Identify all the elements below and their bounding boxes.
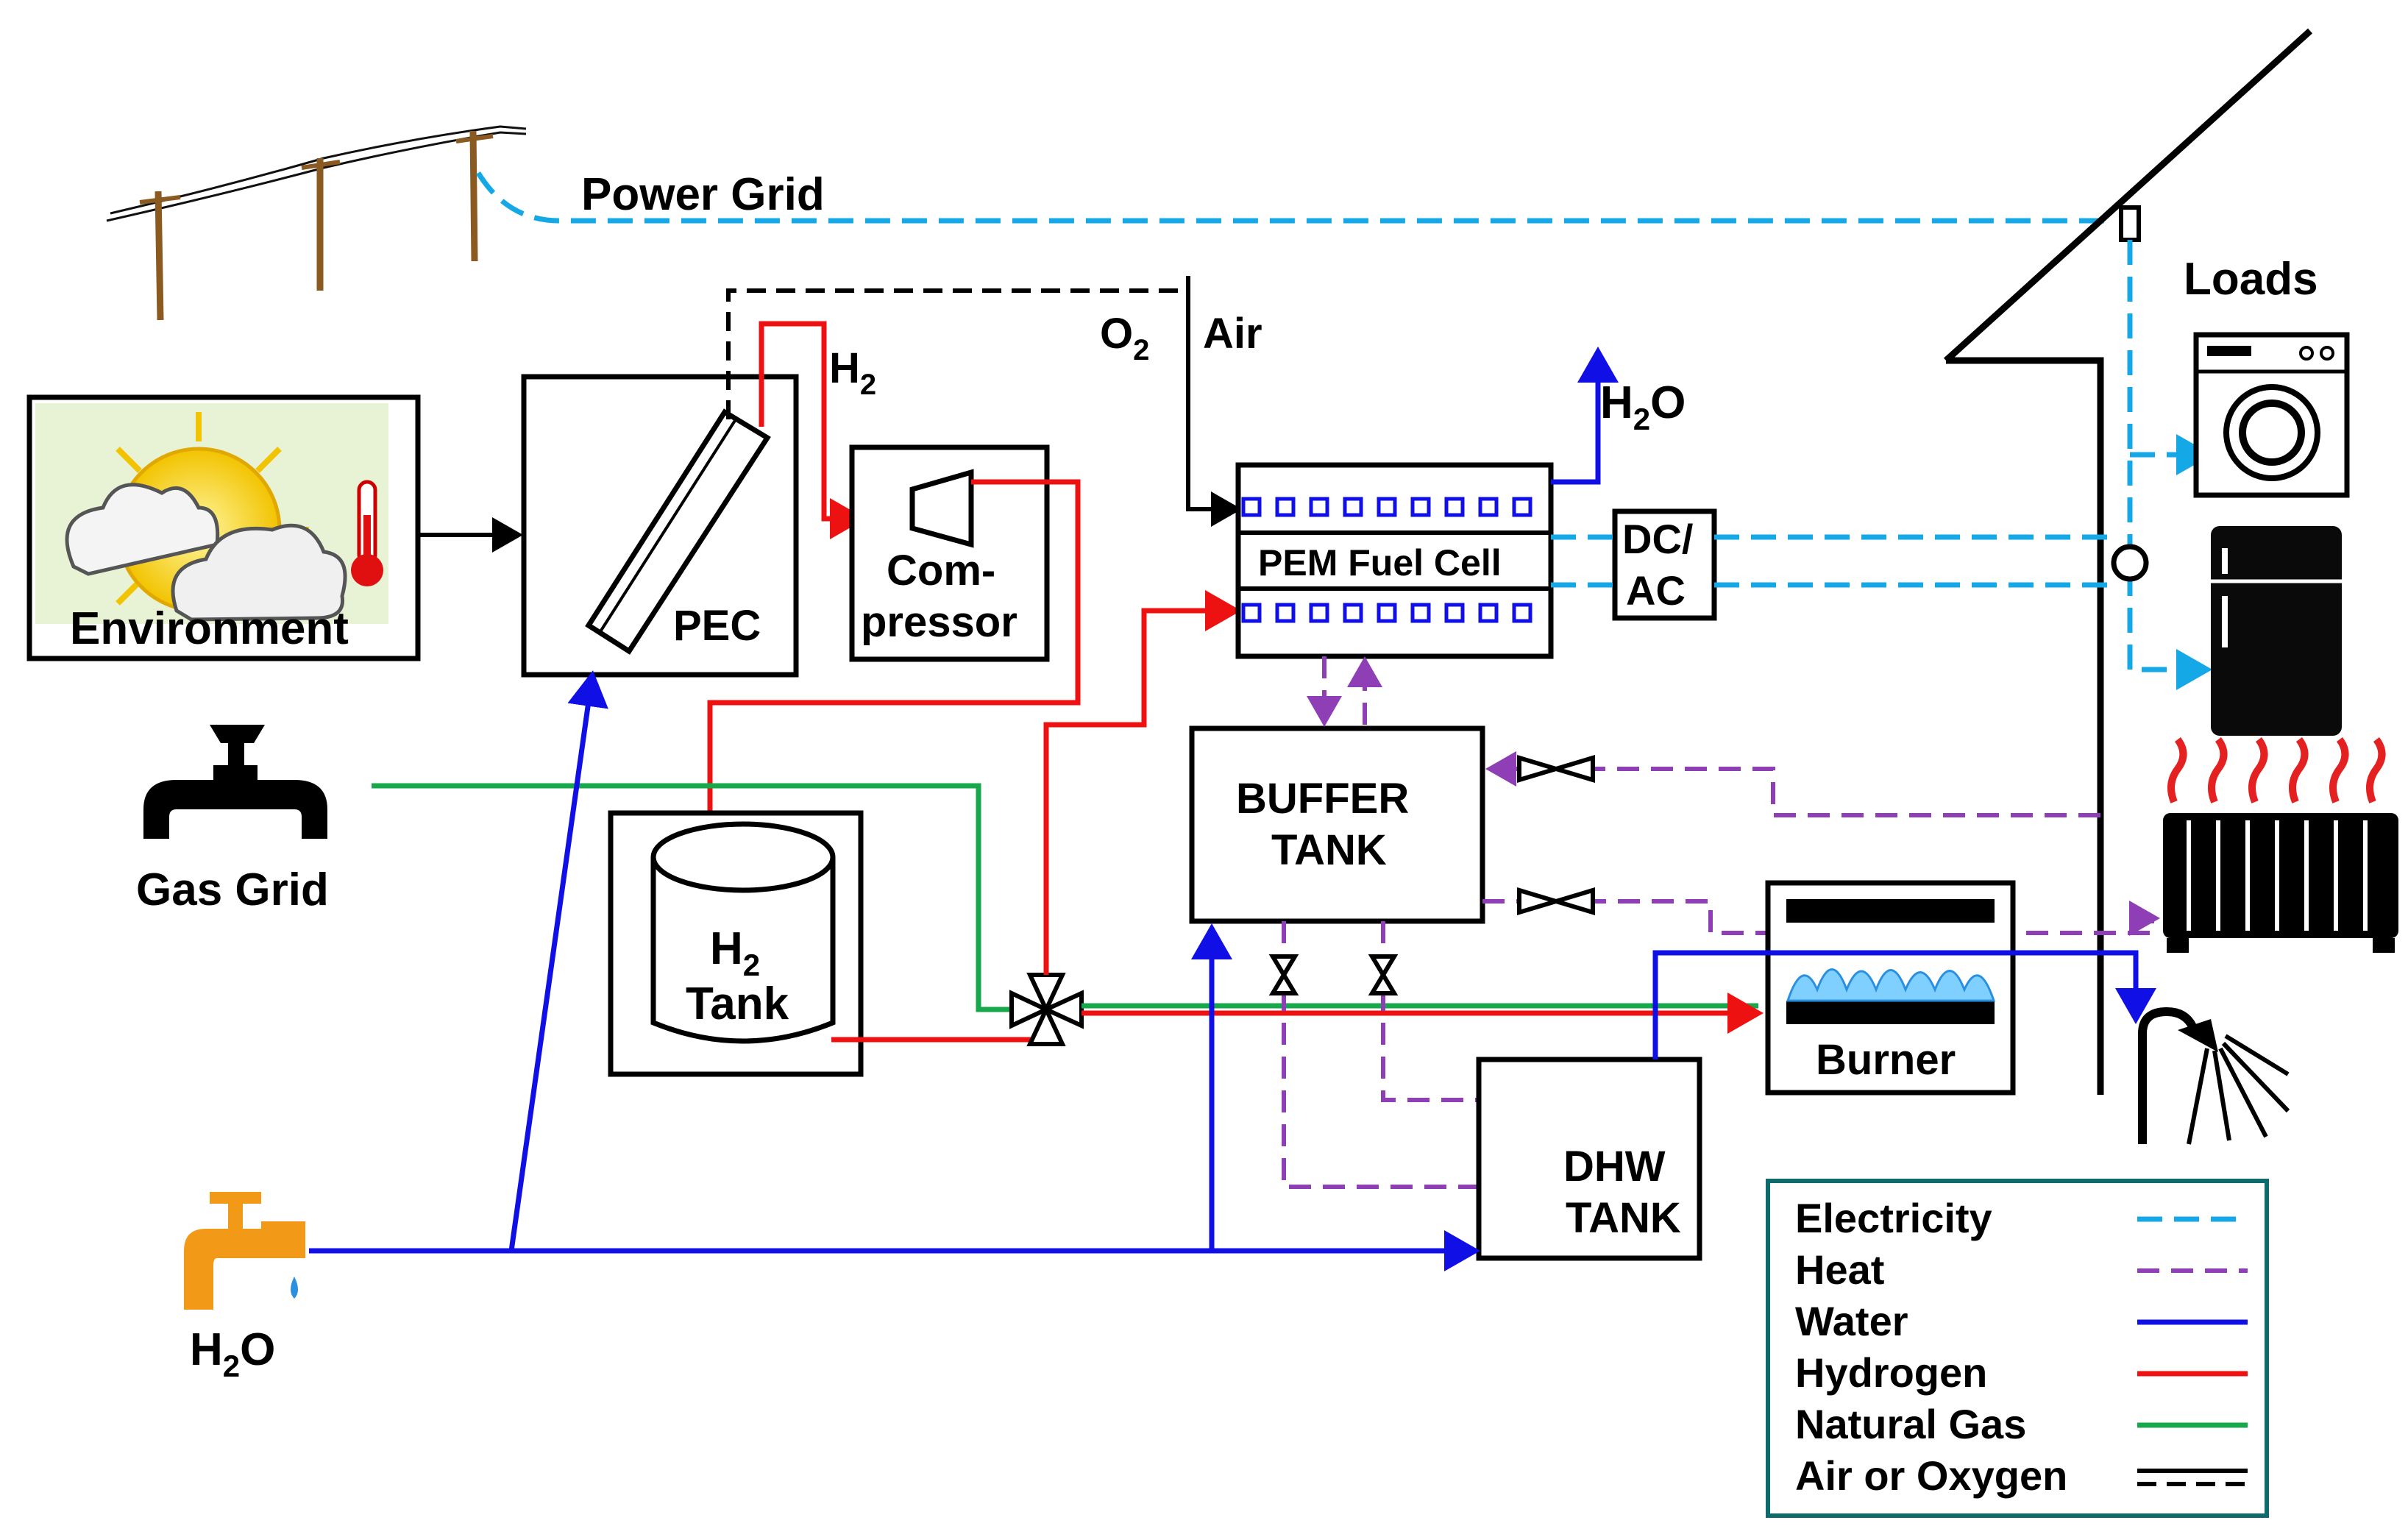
three-way-valve [1009, 973, 1084, 1046]
power-line-icon [106, 125, 527, 321]
gas-grid-label: Gas Grid [136, 865, 329, 915]
legend-label-air: Air or Oxygen [1795, 1452, 2067, 1499]
heat-valve-upper [1517, 754, 1595, 784]
legend-label-gas: Natural Gas [1795, 1401, 2026, 1447]
burner-label: Burner [1816, 1036, 1956, 1084]
h2o-in-label: H2O [190, 1324, 275, 1383]
water-tap-icon [184, 1192, 305, 1310]
junction-circle [2111, 544, 2149, 582]
loads-label: Loads [2184, 254, 2318, 305]
h2-tank-label-line2: Tank [686, 979, 789, 1029]
pec-panel [585, 408, 771, 655]
buffer-tank-label-line2: TANK [1271, 826, 1387, 874]
dc-ac-box [1612, 508, 1717, 621]
gas-valve-icon [143, 725, 327, 839]
dhw-tank-box [1476, 1057, 1702, 1261]
sun-cloud-icon [35, 403, 388, 624]
heat-valve-lower [1517, 887, 1595, 916]
radiator-icon [2163, 737, 2398, 953]
legend-label-hydro: Hydrogen [1795, 1349, 1987, 1396]
shower-icon [2138, 1007, 2290, 1145]
h2o-out-label: H2O [1600, 377, 1686, 436]
fuel-cell-box [1235, 462, 1554, 659]
dc-ac-label-line1: DC/ [1622, 516, 1694, 562]
o2-label: O2 [1100, 310, 1149, 366]
refrigerator-icon [2211, 526, 2342, 736]
environment-label: Environment [70, 603, 349, 654]
fuel-cell-membrane-bottom [1241, 603, 1532, 623]
fuel-cell-membrane-top [1241, 497, 1532, 517]
compressor-icon [909, 469, 974, 548]
legend-label-water: Water [1795, 1298, 1908, 1344]
burner-bottom-plate [1786, 1001, 1995, 1024]
thermometer-icon [351, 480, 383, 586]
fuel-cell-label: PEM Fuel Cell [1258, 542, 1502, 583]
burner-top-plate [1786, 899, 1995, 923]
h2-tank-cylinder [650, 821, 836, 1044]
air-label: Air [1203, 310, 1262, 358]
dhw-tank-label-line2: TANK [1566, 1194, 1681, 1242]
washing-machine-icon [2193, 332, 2350, 498]
buffer-tank-label-line1: BUFFER [1236, 775, 1409, 823]
h2-pec-label: H2 [829, 344, 876, 401]
power-meter [2119, 205, 2141, 242]
dhw-tank-label-line1: DHW [1563, 1143, 1666, 1190]
house-outline [1943, 28, 2313, 1095]
heat-valve-right [1368, 954, 1399, 995]
legend-label-heat: Heat [1795, 1246, 1884, 1293]
h2-tank-label-line1: H2 [710, 923, 760, 982]
legend-box [1766, 1179, 2269, 1518]
pec-label: PEC [673, 602, 761, 650]
heat-valve-left [1268, 954, 1299, 995]
power-grid-label: Power Grid [581, 169, 825, 220]
compressor-label-line2: pressor [861, 598, 1017, 646]
flame-icon [1786, 968, 1996, 1002]
dc-ac-label-line2: AC [1626, 567, 1686, 614]
compressor-label-line1: Com- [887, 547, 995, 594]
legend-label-elec: Electricity [1795, 1195, 1992, 1241]
buffer-tank-box [1189, 725, 1485, 924]
